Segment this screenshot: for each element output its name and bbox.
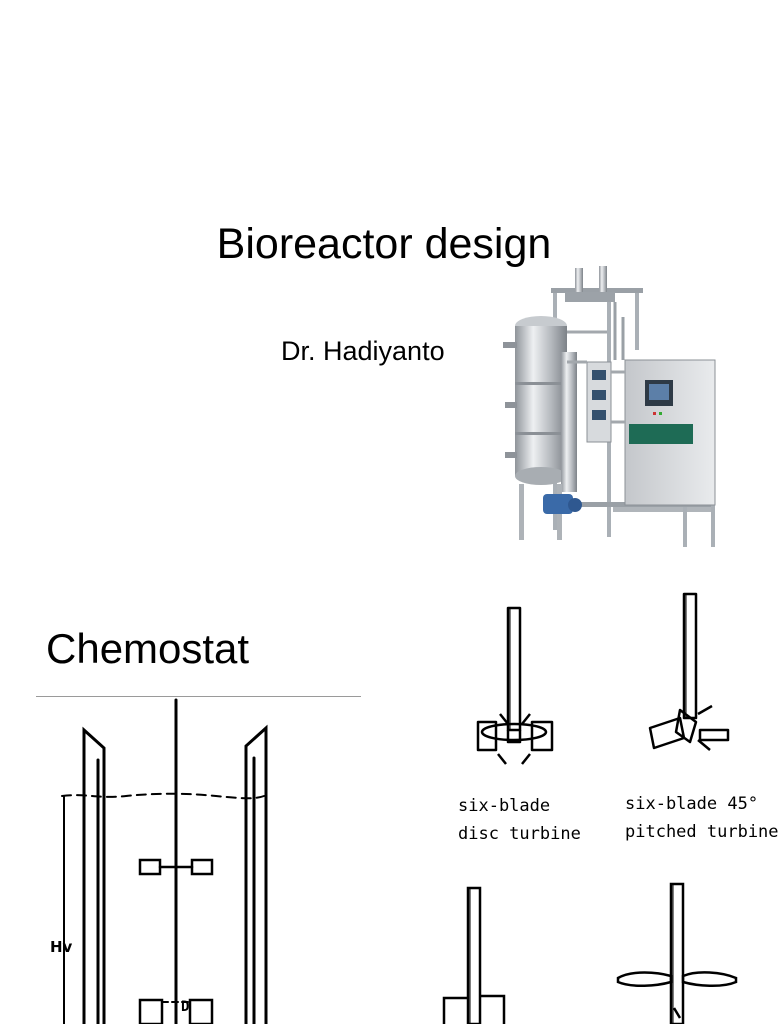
flat-blade-impeller-diagram [442,886,506,1024]
propeller-impeller-diagram [616,882,738,1024]
title-underline [36,696,361,697]
vessel-height-label: Hv [50,938,73,956]
disc-turbine-diagram [476,606,554,765]
bioreactor-image [503,266,716,547]
pitched-turbine-label: six-blade 45° pitched turbine [625,794,779,842]
author-name: Dr. Hadiyanto [281,336,445,366]
disc-turbine-label: six-blade disc turbine [458,796,581,844]
section-title: Chemostat [46,625,250,672]
slide-title: Bioreactor design [216,220,552,268]
impeller-diameter-label: D [181,999,189,1015]
chemostat-vessel-diagram: Hv D [50,698,268,1024]
pitched-turbine-diagram [648,592,730,751]
